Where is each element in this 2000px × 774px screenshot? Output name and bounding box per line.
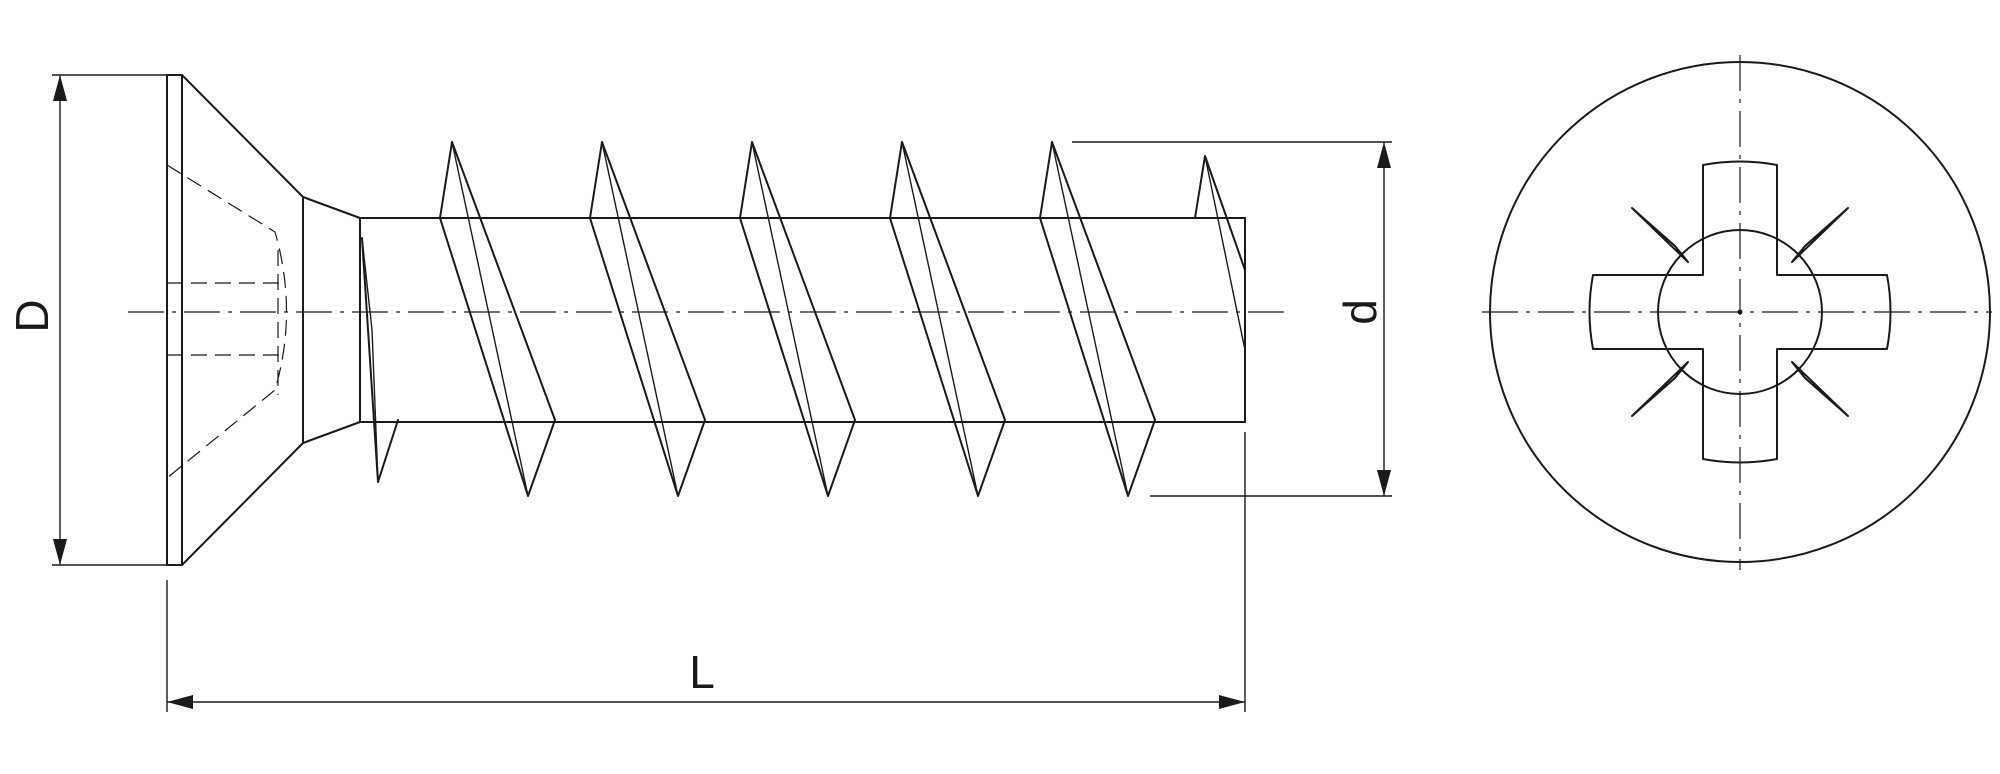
dimension-label-d: d	[1334, 299, 1386, 325]
dimension-head-diameter: D	[6, 74, 167, 566]
screw-head	[166, 74, 361, 566]
dimension-label-L: L	[689, 646, 715, 698]
dimension-label-D: D	[6, 299, 58, 332]
dimension-thread-diameter: d	[1072, 141, 1392, 497]
screw-threads	[361, 141, 1246, 497]
side-view	[128, 74, 1285, 566]
screw-shank	[359, 217, 1246, 423]
dimension-length: L	[166, 432, 1246, 712]
head-top-view	[1482, 55, 1992, 570]
center-point	[1737, 309, 1743, 315]
hidden-recess-lines	[166, 164, 288, 479]
